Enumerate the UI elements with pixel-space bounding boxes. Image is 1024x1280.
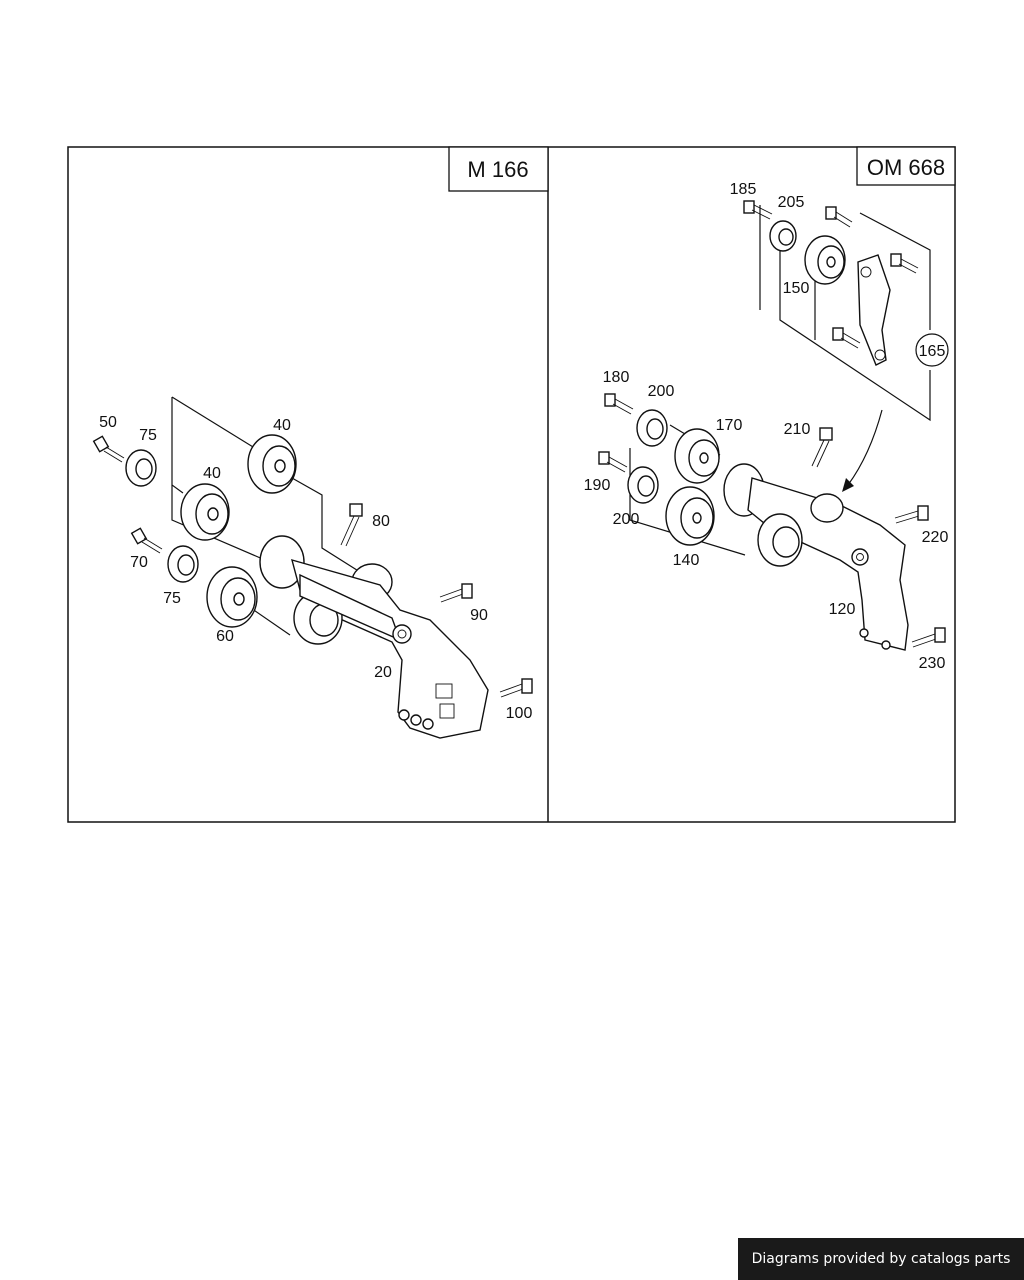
footer-credit-text: Diagrams provided by catalogs parts [751,1251,1011,1267]
callout-circle-165 [915,333,949,367]
washer-200-lower [627,466,659,504]
callout-left-100: 100 [506,705,533,722]
bolt-90 [439,583,473,603]
callout-left-75-top: 75 [139,427,157,444]
callout-left-90: 90 [470,607,488,624]
bracket-165 [857,254,891,366]
panel-right-title-box: OM 668 [856,146,956,186]
footer-credit: Diagrams provided by catalogs parts [738,1238,1024,1280]
bolt-210 [811,427,833,468]
callout-left-20: 20 [374,664,392,681]
bolt-100 [499,678,533,698]
tensioner-20 [259,535,489,739]
callout-left-70: 70 [130,554,148,571]
callout-left-80: 80 [372,513,390,530]
callout-right-120: 120 [829,601,856,618]
callout-right-140: 140 [673,552,700,569]
callout-left-75-lower: 75 [163,590,181,607]
callout-right-170: 170 [716,417,743,434]
callout-left-60: 60 [216,628,234,645]
pulley-40-mid [180,483,230,541]
bolt-upper-b [890,253,919,274]
pulley-170 [674,428,720,484]
callout-right-180: 180 [603,369,630,386]
bolt-80 [340,503,363,547]
callout-right-190: 190 [584,477,611,494]
callout-right-205: 205 [778,194,805,211]
washer-200-top [636,409,668,447]
callout-right-200-top: 200 [648,383,675,400]
callout-right-210: 210 [784,421,811,438]
panel-left-title-box: M 166 [448,146,549,192]
panel-right-title: OM 668 [867,155,945,180]
callout-left-40-mid: 40 [203,465,221,482]
pulley-150 [804,235,846,285]
callout-left-40-top: 40 [273,417,291,434]
callout-right-150: 150 [783,280,810,297]
left-assembly: 50 75 40 40 80 70 75 60 90 20 100 [92,396,533,739]
callout-left-50: 50 [99,414,117,431]
right-assembly: 185 205 150 165 180 200 170 210 190 200 … [584,181,949,672]
bolt-220 [894,505,929,524]
bolt-50 [92,435,125,463]
bolt-upper-c [832,327,861,349]
callout-right-230: 230 [919,655,946,672]
callout-right-220: 220 [922,529,949,546]
callout-right-200-lower: 200 [613,511,640,528]
tensioner-120 [723,463,909,651]
washer-205 [769,220,797,252]
pulley-140 [665,486,715,546]
washer-75-lower [167,545,199,583]
bolt-190 [598,451,628,473]
bolt-180 [604,393,634,415]
bolt-185 [743,200,773,220]
bolt-upper-a [825,206,853,228]
washer-75-top [125,449,157,487]
callout-right-165: 165 [919,343,946,360]
pulley-40-top [247,434,297,494]
pulley-60 [206,566,258,628]
bolt-70 [130,527,163,554]
callout-right-185: 185 [730,181,757,198]
bolt-230 [911,627,946,648]
panel-left-title: M 166 [467,157,528,182]
